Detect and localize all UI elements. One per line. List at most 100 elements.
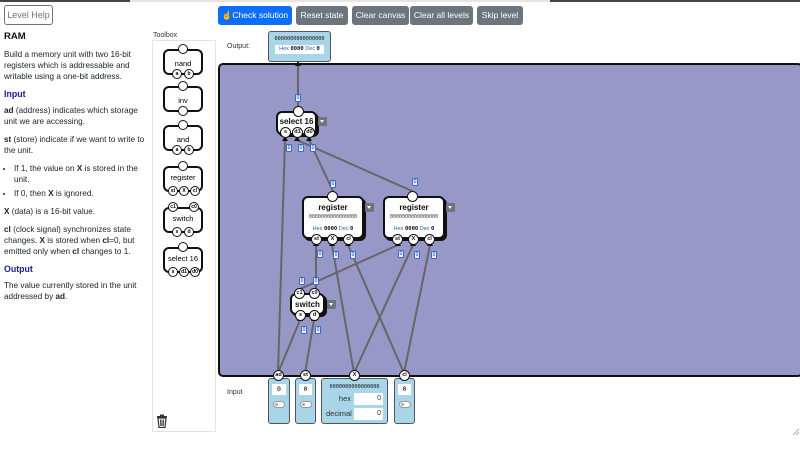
output-digits: 0000000000000000 <box>274 36 325 42</box>
register-2-pin-st[interactable]: st <box>392 234 403 245</box>
check-solution-button[interactable]: ☝Check solution <box>218 6 292 25</box>
wire-value-label: 0 <box>431 251 437 259</box>
pin-d[interactable]: d <box>184 227 194 237</box>
register-1-output-pin[interactable] <box>327 191 338 202</box>
register-hex-dec: Hex 0000 Dec 0 <box>312 226 354 232</box>
output-node[interactable]: 0000000000000000 Hex 0000 Dec 0 <box>268 31 331 62</box>
input-ad-toggle[interactable] <box>273 401 285 408</box>
register-1-component[interactable]: register 0000000000000000 Hex 0000 Dec 0 <box>302 196 364 239</box>
wire-value-label: 0 <box>315 326 321 334</box>
register-2-component[interactable]: register 0000000000000000 Hex 0000 Dec 0 <box>383 196 445 239</box>
help-content: RAM Build a memory unit with two 16-bit … <box>4 31 147 309</box>
input-x-hex-row: hex 0 <box>326 393 383 405</box>
skip-level-button[interactable]: Skip level <box>477 6 523 25</box>
input-x-pin[interactable]: X <box>349 370 360 381</box>
st-bullet-2: If 0, then X is ignored. <box>14 188 147 199</box>
clear-all-levels-button[interactable]: Clear all levels <box>410 6 473 25</box>
select-pin-d1[interactable]: d1 <box>292 127 303 138</box>
register-2-pin-x[interactable]: X <box>408 234 419 245</box>
toolbox-nand[interactable]: nand a b <box>163 44 203 79</box>
pin-c0[interactable]: c0 <box>189 202 199 212</box>
tool-label: inv <box>178 96 188 105</box>
pin-a[interactable]: a <box>172 145 182 155</box>
level-help-button[interactable]: Level Help <box>4 5 53 25</box>
switch-pin-c0[interactable]: c0 <box>309 288 320 299</box>
register-1-pin-cl[interactable]: cl <box>343 234 354 245</box>
input-ad-pin[interactable]: ad <box>273 370 284 381</box>
input-cl[interactable]: 0 <box>394 378 415 424</box>
switch-pin-s[interactable]: s <box>295 310 306 321</box>
input-ad[interactable]: 0 <box>268 378 290 424</box>
pin-s[interactable]: s <box>172 227 182 237</box>
wire-value-label: 0 <box>333 251 339 259</box>
pin-b[interactable]: b <box>184 145 194 155</box>
trash-icon[interactable] <box>156 414 168 428</box>
x-description: X (data) is a 16-bit value. <box>4 207 96 216</box>
top-border-dark-right <box>550 0 800 2</box>
input-st-toggle[interactable] <box>300 401 312 408</box>
register-2-dropdown-button[interactable] <box>446 203 455 212</box>
input-cl-value[interactable]: 0 <box>398 384 411 395</box>
pin-c1[interactable]: c1 <box>168 202 178 212</box>
register-digits: 0000000000000000 <box>389 214 439 220</box>
register-1-dropdown-button[interactable] <box>365 203 374 212</box>
resize-handle-icon[interactable] <box>792 428 800 436</box>
pin-b[interactable]: b <box>184 69 194 79</box>
pin-output[interactable] <box>178 120 188 130</box>
register-hex-dec: Hex 0000 Dec 0 <box>393 226 435 232</box>
register-2-output-pin[interactable] <box>407 191 418 202</box>
select-dropdown-button[interactable] <box>318 117 327 126</box>
input-st-value[interactable]: 0 <box>299 384 312 395</box>
switch-dropdown-button[interactable] <box>327 300 336 309</box>
input-label: Input <box>227 389 243 396</box>
switch-pin-c1[interactable]: c1 <box>294 288 305 299</box>
register-1-pin-x[interactable]: X <box>327 234 338 245</box>
pin-cl[interactable]: cl <box>190 186 200 196</box>
input-cl-pin[interactable]: cl <box>399 370 410 381</box>
level-title: RAM <box>4 31 26 42</box>
pin-a[interactable]: a <box>172 69 182 79</box>
tool-label: nand <box>174 59 192 68</box>
help-panel: Level Help RAM Build a memory unit with … <box>0 0 150 462</box>
select-pin-s[interactable]: s <box>280 127 291 138</box>
pin-d0[interactable]: d0 <box>190 267 200 277</box>
reset-state-button[interactable]: Reset state <box>296 6 348 25</box>
pin-output[interactable] <box>178 242 188 252</box>
input-x-digits: 0000000000000000 <box>329 384 380 390</box>
st-bullets: If 1, the value on X is stored in the un… <box>14 163 147 199</box>
switch-pin-d[interactable]: d <box>309 310 320 321</box>
input-x[interactable]: 0000000000000000 hex 0 decimal 0 <box>321 378 388 424</box>
wire-value-label: 0 <box>412 178 418 186</box>
pin-d1[interactable]: d1 <box>179 267 189 277</box>
pin-output[interactable] <box>178 81 188 91</box>
pin-x[interactable]: X <box>179 186 189 196</box>
hex-field[interactable]: 0 <box>354 393 383 405</box>
register-digits: 0000000000000000 <box>308 214 358 220</box>
clear-canvas-button[interactable]: Clear canvas <box>352 6 409 25</box>
register-2-pin-cl[interactable]: cl <box>424 234 435 245</box>
select-output-pin[interactable] <box>293 106 304 117</box>
input-st-pin[interactable]: st <box>300 370 311 381</box>
input-cl-toggle[interactable] <box>399 401 411 408</box>
pin-output[interactable] <box>178 161 188 171</box>
toolbox-switch[interactable]: c1 c0 switch s d <box>163 202 203 237</box>
toolbox-and[interactable]: and a b <box>163 120 203 155</box>
pin-output[interactable] <box>178 44 188 54</box>
st-bullet-1: If 1, the value on X is stored in the un… <box>14 163 147 185</box>
component-title: register <box>318 203 348 212</box>
input-ad-value[interactable]: 0 <box>272 384 286 395</box>
pin-st[interactable]: st <box>168 186 178 196</box>
decimal-field[interactable]: 0 <box>354 408 383 420</box>
input-st[interactable]: 0 <box>295 378 316 424</box>
pin-input[interactable] <box>178 106 188 116</box>
register-1-pin-st[interactable]: st <box>311 234 322 245</box>
tool-label: switch <box>172 214 194 223</box>
pin-s[interactable]: s <box>168 267 178 277</box>
toolbox-register[interactable]: register st X cl <box>163 161 203 196</box>
wire-value-label: 0 <box>313 277 319 285</box>
toolbox-select-16[interactable]: select 16 s d1 d0 <box>163 242 203 277</box>
toolbox-inv[interactable]: inv <box>163 81 203 116</box>
select-pin-d0[interactable]: d0 <box>304 127 315 138</box>
wire-value-label: 0 <box>350 251 356 259</box>
output-heading: Output <box>4 264 33 274</box>
